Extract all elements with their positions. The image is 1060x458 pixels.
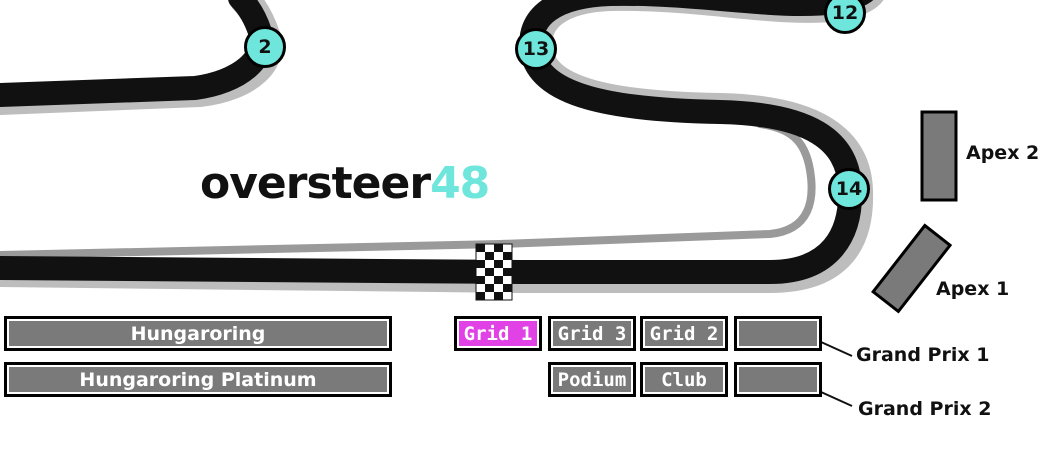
checkered-flag-icon — [475, 243, 513, 301]
grid-1-zone[interactable]: Grid 1 — [454, 316, 542, 351]
grand-prix-2-zone[interactable] — [734, 362, 822, 397]
apex-2-zone[interactable] — [920, 110, 958, 202]
turn-2-marker[interactable]: 2 — [244, 26, 286, 68]
oversteer48-logo: oversteer48 — [200, 158, 490, 210]
grand-prix-2-label: Grand Prix 2 — [858, 398, 992, 420]
logo-number: 48 — [430, 158, 490, 209]
turn-13-marker[interactable]: 13 — [515, 28, 557, 70]
turn-14-marker[interactable]: 14 — [828, 168, 870, 210]
logo-word: oversteer — [200, 158, 431, 209]
apex-1-zone[interactable] — [871, 223, 953, 314]
club-zone[interactable]: Club — [640, 362, 728, 397]
apex-1-label: Apex 1 — [936, 278, 1010, 300]
grid-3-zone[interactable]: Grid 3 — [548, 316, 636, 351]
grid-2-zone[interactable]: Grid 2 — [640, 316, 728, 351]
podium-zone[interactable]: Podium — [548, 362, 636, 397]
apex-2-label: Apex 2 — [966, 142, 1040, 164]
grand-prix-1-zone[interactable] — [734, 316, 822, 351]
hungaroring-zone[interactable]: Hungaroring — [4, 316, 392, 351]
hungaroring-platinum-zone[interactable]: Hungaroring Platinum — [4, 362, 392, 397]
turn-12-marker[interactable]: 12 — [824, 0, 866, 34]
grand-prix-1-label: Grand Prix 1 — [856, 344, 990, 366]
